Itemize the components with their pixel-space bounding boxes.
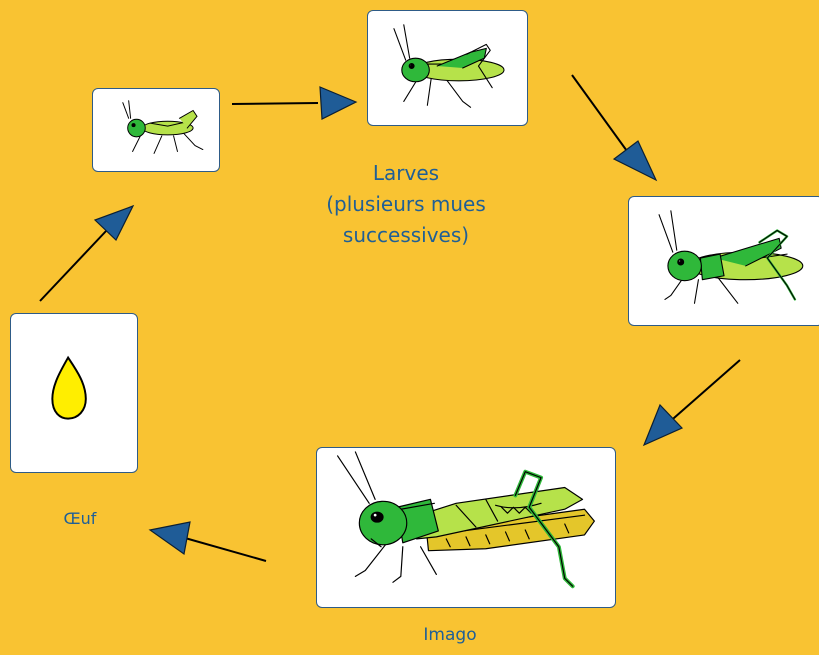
arrow-larva1-to-larva2 (232, 87, 356, 119)
arrow-larva2-to-larva3 (572, 75, 656, 180)
large-grasshopper-larva-icon (629, 197, 819, 325)
arrow-larva3-to-adult (644, 360, 740, 445)
adult-stage-card (316, 447, 616, 608)
egg-stage-card (10, 313, 138, 473)
egg-label: Œuf (50, 509, 110, 529)
adult-grasshopper-icon (317, 448, 615, 607)
adult-label: Imago (390, 624, 510, 646)
egg-icon (11, 314, 137, 472)
arrow-adult-to-egg (150, 522, 266, 561)
larvae-label: Larves (plusieurs mues successives) (286, 158, 526, 251)
arrow-egg-to-larva1 (40, 206, 133, 301)
larva-stage-2-card (367, 10, 528, 126)
larva-stage-3-card (628, 196, 819, 326)
grasshopper-larva-icon (368, 11, 527, 125)
small-grasshopper-larva-icon (93, 89, 219, 171)
larva-stage-1-card (92, 88, 220, 172)
